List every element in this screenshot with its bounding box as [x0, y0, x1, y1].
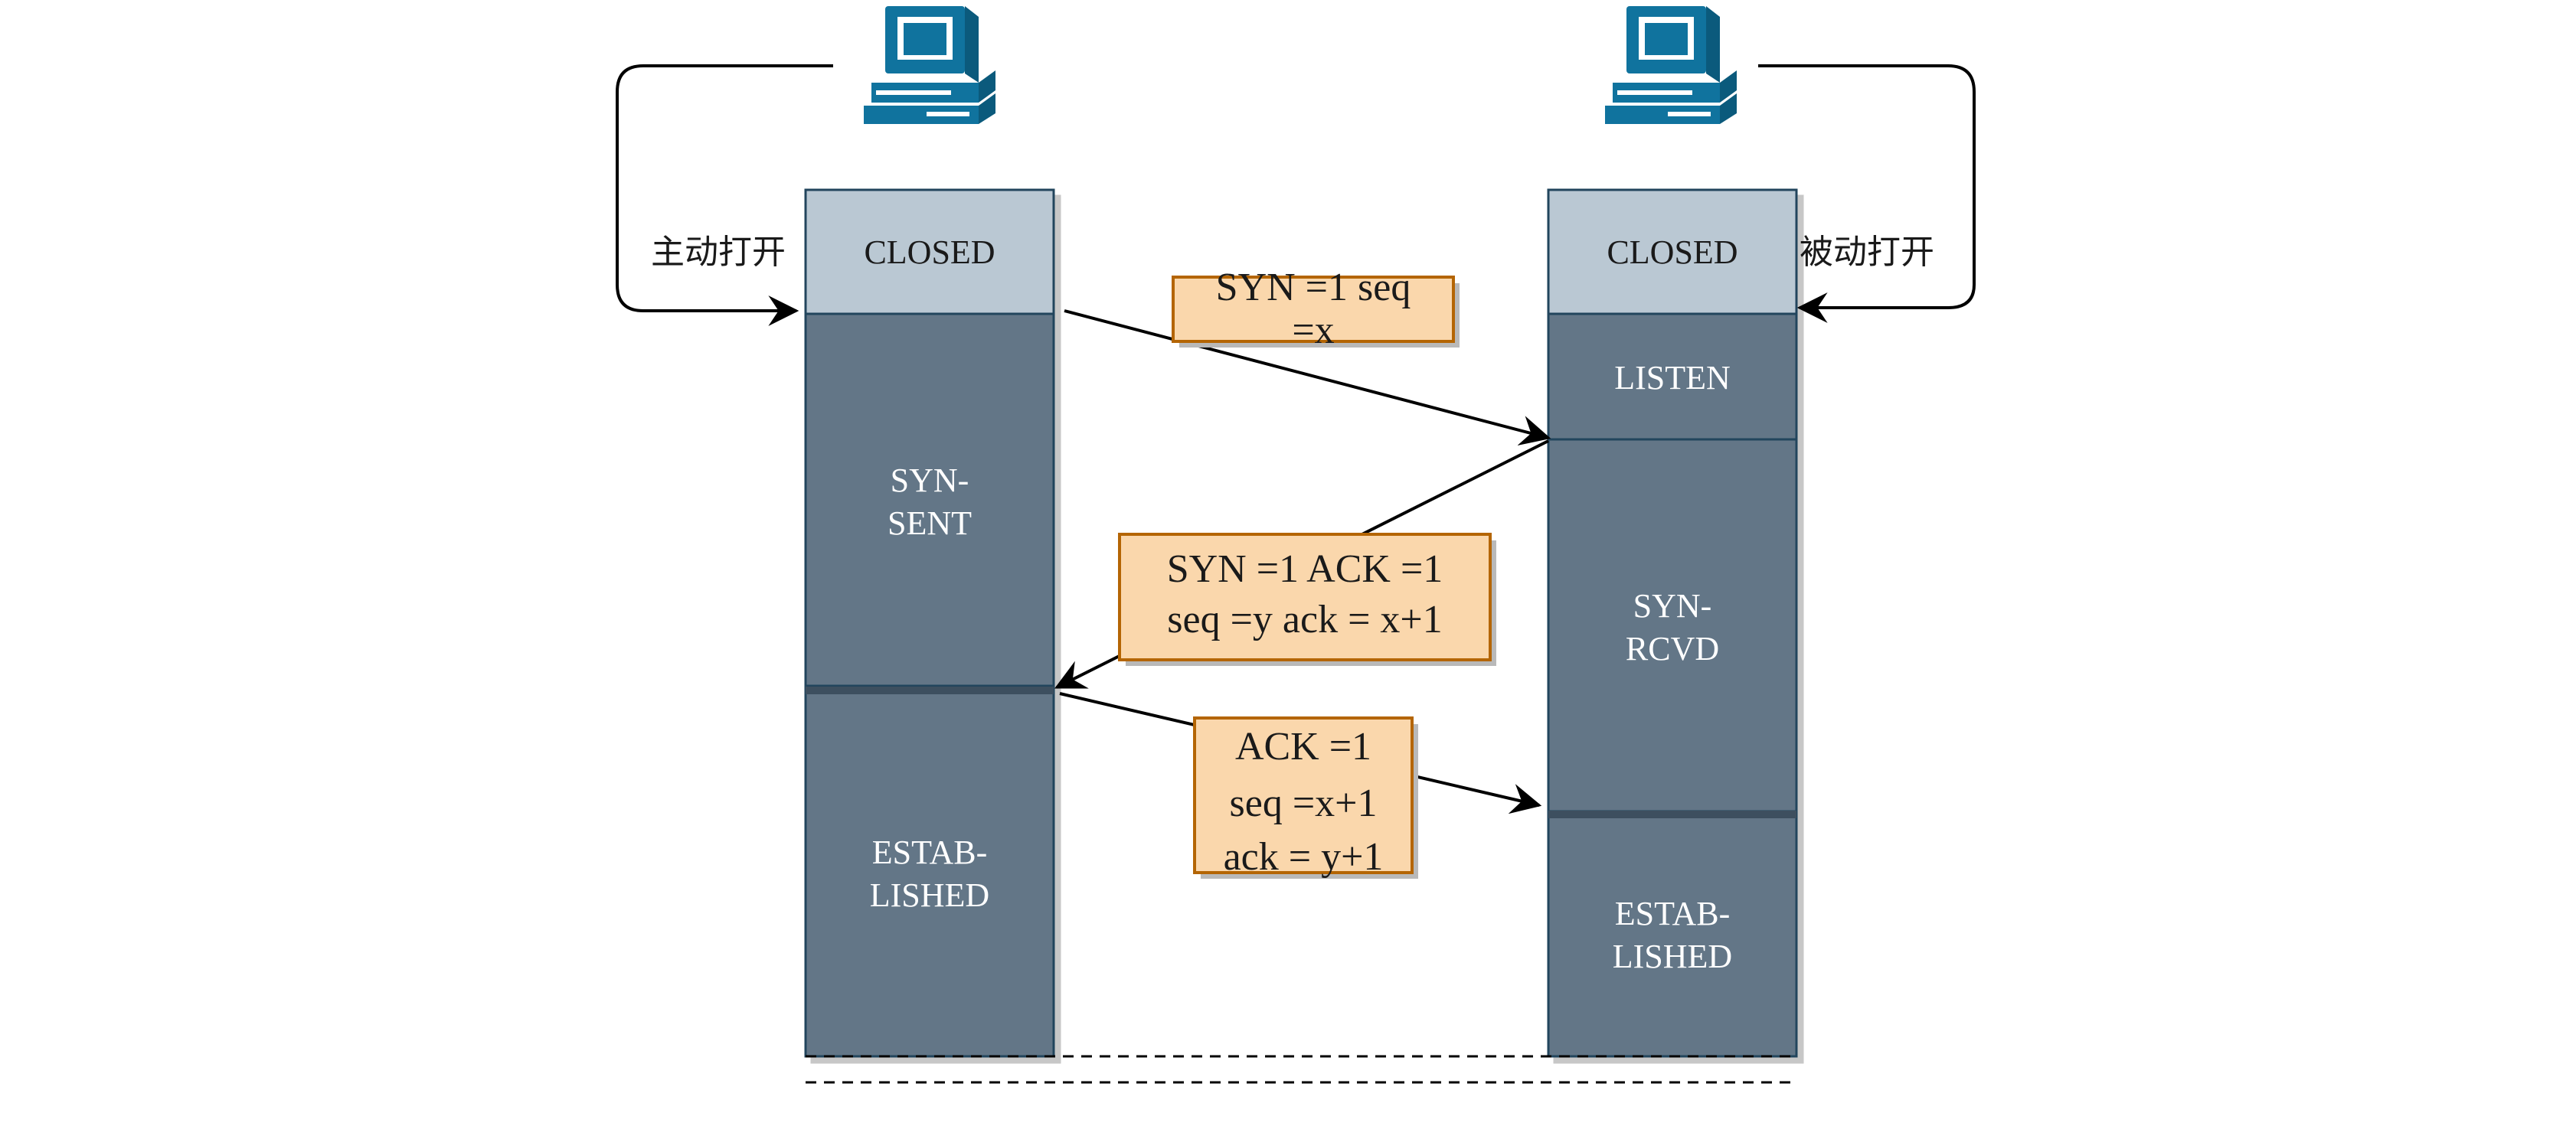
- syn-message-line-2: =x: [1292, 308, 1334, 352]
- client-established-box: [804, 684, 1055, 1058]
- active-open-label: 主动打开: [651, 233, 786, 272]
- client-state-column: [804, 188, 1055, 1058]
- passive-open-loop: [1758, 64, 1976, 323]
- passive-open-label: 被动打开: [1800, 233, 1934, 272]
- client-syn-sent-label-2: SENT: [888, 504, 972, 542]
- ack-message-line-1: ACK =1: [1235, 725, 1371, 769]
- syn-ack-message-line-1: SYN =1 ACK =1: [1167, 547, 1443, 591]
- client-established-label-1: ESTAB-: [872, 834, 987, 871]
- server-syn-rcvd-label-1: SYN-: [1633, 587, 1712, 625]
- syn-ack-message-box: SYN =1 ACK =1 seq =y ack = x+1: [1118, 533, 1496, 666]
- ack-message-line-3: ack = y+1: [1224, 835, 1384, 879]
- active-open-loop: [616, 64, 833, 326]
- syn-message-box: SYN =1 seq =x: [1172, 266, 1460, 352]
- server-state-column: [1547, 188, 1798, 1058]
- syn-message-line-1: SYN =1 seq: [1216, 266, 1411, 309]
- server-listen-box: [1547, 312, 1798, 441]
- server-listen-label: LISTEN: [1614, 359, 1731, 397]
- client-established-label-2: LISHED: [870, 876, 989, 914]
- ack-message-line-2: seq =x+1: [1230, 782, 1378, 825]
- client-closed-label: CLOSED: [864, 233, 995, 271]
- server-closed-label: CLOSED: [1607, 233, 1737, 271]
- server-established-label-1: ESTAB-: [1615, 895, 1730, 932]
- server-computer-icon: [1605, 6, 1737, 124]
- server-established-box: [1547, 810, 1798, 1058]
- server-syn-rcvd-box: [1547, 438, 1798, 813]
- client-syn-sent-box: [804, 312, 1055, 687]
- syn-arrow: [1064, 309, 1551, 446]
- syn-ack-message-line-2: seq =y ack = x+1: [1167, 598, 1442, 641]
- ack-message-box: ACK =1 seq =x+1 ack = y+1: [1193, 716, 1418, 879]
- client-syn-sent-label-1: SYN-: [891, 462, 969, 499]
- client-computer-icon: [864, 6, 995, 124]
- server-syn-rcvd-label-2: RCVD: [1626, 630, 1719, 667]
- server-established-label-2: LISHED: [1613, 938, 1732, 975]
- server-closed-box: [1547, 188, 1798, 315]
